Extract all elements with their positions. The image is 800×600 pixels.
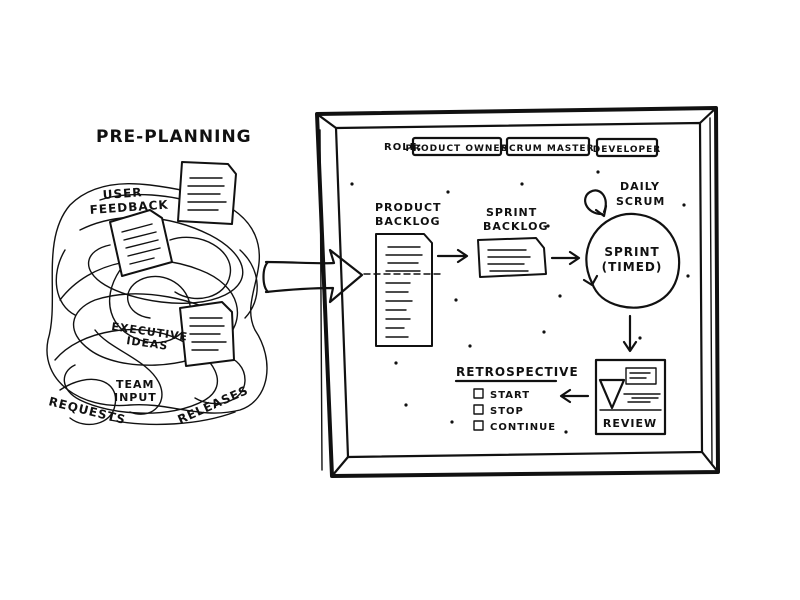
retro-item-start: START <box>473 388 530 401</box>
role-scrum-master: SCRUM MASTER <box>501 136 594 157</box>
sprint-to-review-arrow <box>622 314 638 353</box>
product-backlog-label: PRODUCT <box>375 201 442 214</box>
user-feedback-label: FEEDBACK <box>89 198 169 217</box>
document-icon <box>109 209 173 277</box>
role-label: ROLE: <box>384 142 422 153</box>
role-developer: DEVELOPER <box>593 137 661 158</box>
role-product-owner-text: PRODUCT OWNER <box>405 144 508 154</box>
retro-item-continue-text: CONTINUE <box>490 422 556 433</box>
team-input-label: INPUT <box>114 391 157 404</box>
review-box <box>594 358 667 436</box>
review-label: REVIEW <box>603 417 657 430</box>
retro-item-continue: CONTINUE <box>473 420 556 433</box>
review-to-retro-arrow <box>559 388 590 404</box>
sprint-backlog-label: BACKLOG <box>483 220 549 233</box>
product-backlog-label: BACKLOG <box>375 215 441 228</box>
role-developer-text: DEVELOPER <box>593 145 661 155</box>
sprint-cycle <box>582 212 681 309</box>
executive-ideas-label: IDEAS <box>126 334 170 353</box>
preplanning-title: PRE-PLANNING <box>96 127 252 147</box>
backlog-to-sprint-arrow <box>436 248 469 264</box>
sprint-backlog-label: SPRINT <box>486 206 537 219</box>
retro-item-stop: STOP <box>473 404 524 417</box>
sprint-backlog-to-sprint-arrow <box>550 250 581 266</box>
user-feedback-label: USER <box>102 185 143 202</box>
sprint-label: SPRINT <box>604 245 659 259</box>
transition-arrow <box>262 248 364 304</box>
document-icon <box>177 161 237 225</box>
team-input-label: TEAM <box>116 378 154 391</box>
role-product-owner: PRODUCT OWNER <box>405 136 508 157</box>
sprint-timed-label: (TIMED) <box>602 260 663 274</box>
product-backlog-list <box>363 233 445 347</box>
retro-item-stop-text: STOP <box>490 406 524 417</box>
retrospective-title: RETROSPECTIVE <box>456 365 579 379</box>
daily-scrum-loop <box>584 189 608 218</box>
daily-scrum-label: DAILY <box>620 180 660 193</box>
daily-scrum-label: SCRUM <box>616 195 665 208</box>
scrum-frame <box>315 106 720 478</box>
releases-label: RELEASES <box>176 383 251 427</box>
role-scrum-master-text: SCRUM MASTER <box>501 144 594 154</box>
sprint-backlog-doc <box>477 237 547 278</box>
retro-item-start-text: START <box>490 390 530 401</box>
frame-dots <box>350 170 690 434</box>
document-icon <box>179 301 235 367</box>
